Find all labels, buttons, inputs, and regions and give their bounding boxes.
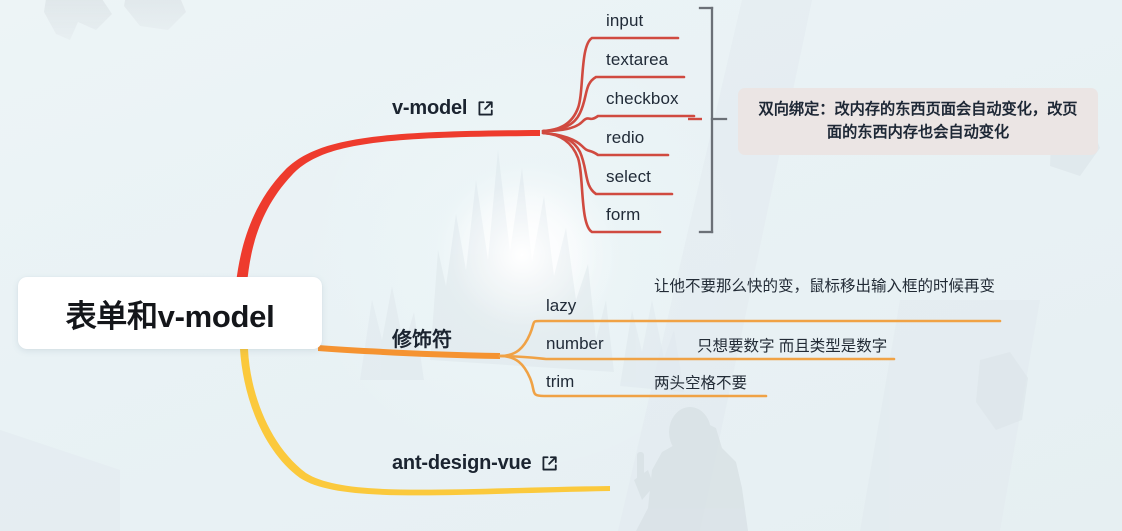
leaf-number[interactable]: number [546,334,604,353]
external-link-icon[interactable] [540,454,559,473]
leaf-desc-lazy: 让他不要那么快的变，鼠标移出输入框的时候再变 [654,278,996,295]
leaf-trim[interactable]: trim [546,372,575,391]
leaf-checkbox[interactable]: checkbox [606,89,679,108]
branch-label-v-model: v-model [392,97,468,119]
link-form [541,131,662,234]
summary-note-v-model[interactable]: 双向绑定：改内存的东西页面会自动变化，改页面的东西内存也会自动变化 [738,88,1098,156]
link-trim [498,354,768,398]
leaf-desc-number: 只想要数字 而且类型是数字 [697,338,888,355]
trunk-modifiers [318,345,500,359]
link-checkbox [541,114,696,133]
link-lazy [498,319,1002,358]
leaf-desc-trim: 两头空格不要 [654,375,748,392]
root-node-title: 表单和v-model [65,298,275,334]
leaf-lazy[interactable]: lazy [546,296,577,315]
root-node[interactable]: 表单和v-model [18,277,322,349]
leaf-textarea[interactable]: textarea [606,50,669,69]
branch-node-ant-design-vue[interactable]: ant-design-vue [392,452,559,475]
summary-note-text: 双向绑定：改内存的东西页面会自动变化，改页面的东西内存也会自动变化 [758,101,1078,142]
leaf-form[interactable]: form [606,205,641,224]
leaf-input[interactable]: input [606,11,644,30]
branch-node-v-model[interactable]: v-model [392,97,495,120]
branch-node-modifiers[interactable]: 修饰符 [392,323,452,352]
branch-label-ant-design-vue: ant-design-vue [392,452,532,474]
leaf-redio[interactable]: redio [606,128,645,147]
branch-label-modifiers: 修饰符 [392,329,452,351]
trunk-v-model [236,130,540,284]
leaf-select[interactable]: select [606,167,652,186]
external-link-icon[interactable] [476,99,495,118]
